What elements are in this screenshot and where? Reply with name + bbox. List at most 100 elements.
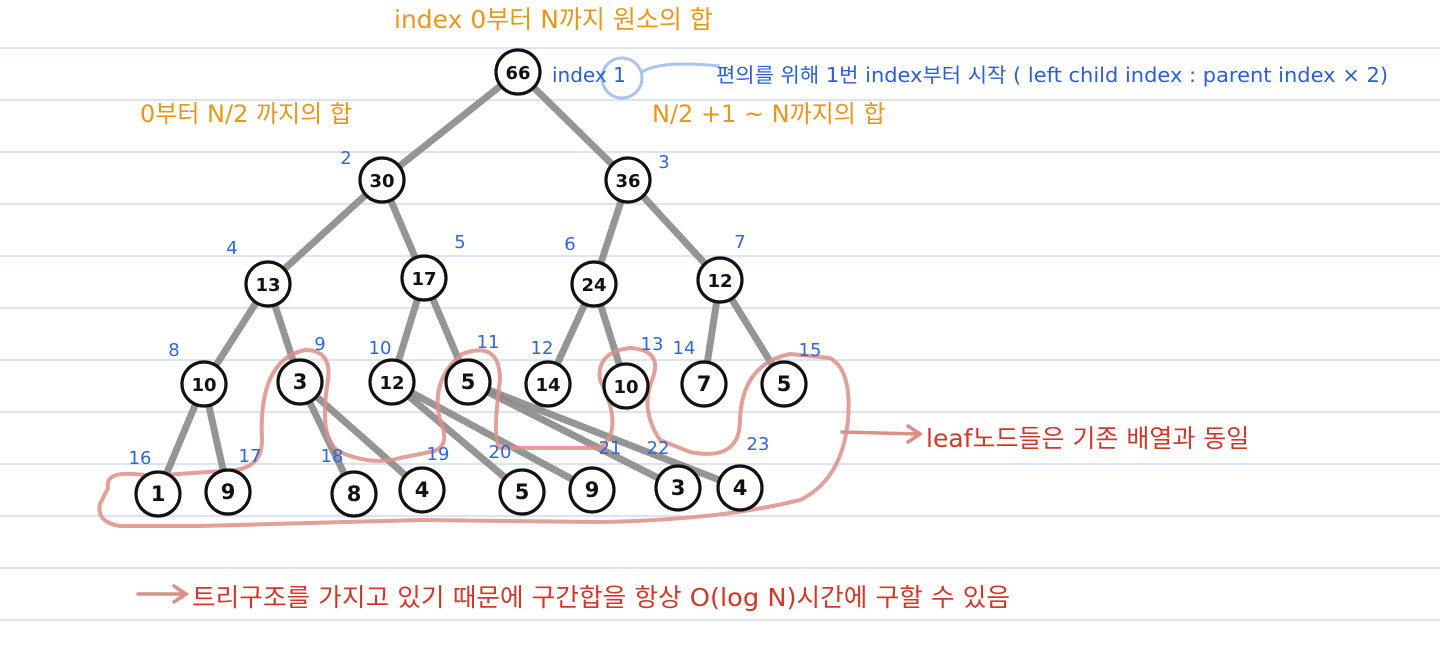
tree-edge [394, 293, 422, 367]
tree-node: 363 [604, 152, 670, 204]
node-circle [568, 466, 616, 514]
node-value: 10 [191, 375, 216, 396]
node-index: 18 [321, 446, 344, 467]
index-note: 편의를 위해 1번 index부터 시작 ( left child index … [716, 63, 1388, 87]
tree-edge [726, 293, 778, 371]
tree-node: 322 [647, 438, 702, 512]
node-value: 4 [415, 478, 430, 502]
node-circle [368, 358, 416, 406]
node-index: 19 [427, 444, 450, 465]
node-circle [134, 470, 182, 518]
tree-edge [204, 400, 228, 476]
node-circle [244, 260, 292, 308]
notebook-ruled-lines [0, 47, 1440, 621]
node-value: 3 [293, 370, 308, 394]
node-value: 9 [221, 480, 236, 504]
tree-node: 921 [568, 438, 622, 514]
node-circle [444, 358, 492, 406]
node-circle [330, 470, 378, 518]
node-value: 17 [411, 269, 436, 290]
tree-node: 127 [696, 232, 746, 304]
bottom-note-arrow [136, 584, 190, 604]
node-index: 21 [599, 438, 622, 459]
leaf-note-arrow [840, 424, 924, 444]
leaf-note: leaf노드들은 기존 배열과 동일 [926, 424, 1249, 453]
node-value: 8 [347, 482, 362, 506]
node-value: 10 [613, 377, 638, 398]
node-index: 6 [564, 234, 575, 255]
node-index: 12 [531, 338, 554, 359]
tree-edge [703, 296, 721, 368]
tree-edge [386, 194, 420, 264]
node-value: 12 [379, 373, 404, 394]
root-index-highlight [600, 56, 644, 100]
node-index: 4 [226, 238, 237, 259]
node-index: 8 [168, 340, 179, 361]
tree-node: 818 [321, 446, 378, 518]
left-sum-note: 0부터 N/2 까지의 합 [140, 100, 352, 128]
node-value: 13 [255, 275, 280, 296]
node-index: 23 [747, 434, 770, 455]
tree-edge [638, 191, 710, 269]
node-circle [604, 156, 652, 204]
tree-node: 10 13 [602, 334, 664, 410]
tree-edge [311, 391, 411, 481]
node-index: 14 [673, 338, 696, 359]
node-circle [498, 468, 546, 516]
bottom-note: 트리구조를 가지고 있기 때문에 구간합을 항상 O(log N)시간에 구할 … [192, 583, 1010, 612]
node-circle [180, 360, 228, 408]
tree-node: 10 8 [168, 340, 228, 408]
tree-edge [270, 299, 298, 367]
tree-edge [428, 292, 464, 368]
tree-node: 13 4 [226, 238, 292, 308]
node-index: 16 [129, 448, 152, 469]
node-index: 5 [454, 232, 465, 253]
tree-node: 423 [716, 434, 770, 512]
node-value: 5 [777, 372, 792, 396]
node-circle [760, 360, 808, 408]
node-value: 5 [515, 480, 530, 504]
node-value: 36 [615, 171, 640, 192]
node-circle [602, 362, 650, 410]
root-sum-note: index 0부터 N까지 원소의 합 [394, 5, 713, 34]
node-circle [570, 260, 618, 308]
node-index: 17 [239, 446, 262, 467]
node-value: 3 [671, 476, 686, 500]
node-circle [680, 360, 728, 408]
node-circle [400, 254, 448, 302]
node-index: 20 [489, 442, 512, 463]
tree-edge [596, 195, 626, 269]
tree-edge [552, 298, 590, 370]
tree-node: 24 6 [564, 234, 618, 308]
tree-node: 4 19 [398, 444, 450, 514]
node-index: 11 [477, 332, 500, 353]
index-note-connector [641, 62, 721, 74]
tree-edge [596, 299, 624, 371]
tree-edge [211, 297, 261, 371]
tree-node: 39 [276, 334, 326, 406]
tree-edge [394, 80, 506, 172]
tree-node: 14 12 [524, 338, 572, 408]
node-circle [696, 256, 744, 304]
node-index: 2 [340, 148, 351, 169]
tree-edge [528, 82, 618, 170]
node-circle [494, 48, 542, 96]
node-circle [204, 468, 252, 516]
node-value: 66 [505, 63, 530, 84]
tree-edge [482, 387, 664, 483]
tree-node: 66 [494, 48, 542, 96]
tree-edge [403, 391, 511, 483]
right-sum-note: N/2 +1 ~ N까지의 합 [652, 100, 886, 128]
tree-node: 520 [489, 442, 546, 516]
node-value: 30 [369, 171, 394, 192]
node-index: 13 [641, 334, 664, 355]
node-value: 5 [461, 370, 476, 394]
tree-node: 917 [204, 446, 262, 516]
tree-node: 714 [673, 338, 728, 408]
node-index: 15 [799, 340, 822, 361]
node-circle [524, 360, 572, 408]
node-value: 7 [697, 372, 712, 396]
node-value: 24 [581, 275, 606, 296]
node-value: 14 [535, 375, 560, 396]
